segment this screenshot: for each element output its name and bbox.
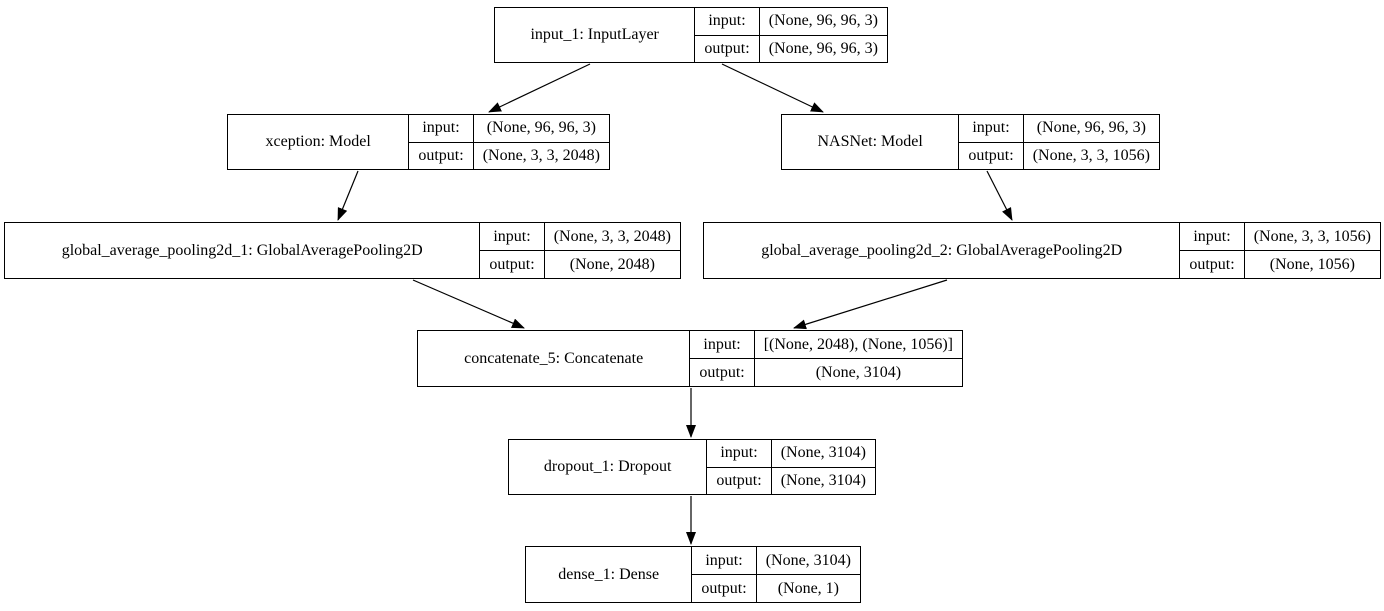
node-dense-1: dense_1: Dense input: output: (None, 310…: [525, 546, 861, 603]
edge-nasnet-to-gap2: [986, 170, 1013, 221]
input-label: input:: [480, 223, 544, 251]
output-shape: (None, 96, 96, 3): [768, 39, 878, 57]
io-shapes: (None, 3104) (None, 3104): [770, 440, 875, 494]
io-shapes: (None, 3, 3, 1056) (None, 1056): [1243, 223, 1380, 278]
edge-input1-to-nasnet: [721, 63, 824, 113]
input-shape: (None, 96, 96, 3): [473, 115, 609, 143]
output-shape: (None, 3104): [815, 363, 902, 381]
output-label: output:: [418, 146, 464, 164]
input-label: input:: [695, 8, 759, 36]
io-labels: input: output:: [958, 115, 1023, 169]
output-shape: (None, 3104): [780, 471, 866, 489]
layer-title: xception: Model: [265, 133, 371, 150]
input-label: input:: [692, 547, 756, 575]
output-label: output:: [704, 39, 750, 57]
output-label: output:: [716, 471, 762, 489]
output-label: output:: [1189, 255, 1235, 273]
node-dropout-1: dropout_1: Dropout input: output: (None,…: [508, 439, 876, 495]
edge-input1-to-xception: [488, 63, 591, 113]
io-shapes: (None, 96, 96, 3) (None, 3, 3, 2048): [472, 115, 609, 169]
io-labels: input: output:: [408, 115, 473, 169]
input-shape: (None, 3104): [756, 547, 860, 575]
output-shape: (None, 3, 3, 2048): [482, 146, 600, 164]
input-shape: [(None, 2048), (None, 1056)]: [754, 331, 962, 359]
output-label: output:: [701, 579, 747, 597]
output-shape: (None, 3, 3, 1056): [1032, 146, 1150, 164]
input-shape: (None, 96, 96, 3): [1023, 115, 1159, 143]
layer-title: global_average_pooling2d_1: GlobalAverag…: [61, 241, 423, 259]
input-label: input:: [1180, 223, 1244, 251]
edge-gap1-to-concatenate: [412, 279, 525, 329]
io-shapes: (None, 96, 96, 3) (None, 3, 3, 1056): [1022, 115, 1159, 169]
input-label: input:: [409, 115, 473, 143]
io-labels: input: output:: [694, 8, 759, 62]
io-labels: input: output:: [479, 223, 544, 278]
node-global-average-pooling2d-2: global_average_pooling2d_2: GlobalAverag…: [703, 222, 1381, 279]
output-shape: (None, 2048): [569, 255, 655, 273]
layer-title: dropout_1: Dropout: [543, 458, 672, 475]
input-shape: (None, 3, 3, 1056): [1244, 223, 1380, 251]
input-shape: (None, 96, 96, 3): [759, 8, 887, 36]
io-labels: input: output:: [689, 331, 754, 386]
input-label: input:: [707, 440, 771, 468]
layer-title: dense_1: Dense: [558, 565, 660, 583]
edge-xception-to-gap1: [337, 170, 359, 221]
io-labels: input: output:: [691, 547, 756, 602]
input-label: input:: [959, 115, 1023, 143]
layer-title: global_average_pooling2d_2: GlobalAverag…: [761, 241, 1123, 259]
node-xception: xception: Model input: output: (None, 96…: [227, 114, 610, 170]
layer-title: input_1: InputLayer: [530, 26, 659, 43]
output-label: output:: [489, 255, 535, 273]
io-shapes: [(None, 2048), (None, 1056)] (None, 3104…: [753, 331, 962, 386]
layer-title: concatenate_5: Concatenate: [464, 349, 644, 367]
io-labels: input: output:: [1179, 223, 1244, 278]
node-input-1: input_1: InputLayer input: output: (None…: [494, 7, 888, 63]
layer-title: NASNet: Model: [817, 133, 923, 150]
output-shape: (None, 1056): [1269, 255, 1355, 273]
input-shape: (None, 3104): [771, 440, 875, 468]
input-label: input:: [690, 331, 754, 359]
output-shape: (None, 1): [777, 579, 839, 597]
io-labels: input: output:: [706, 440, 771, 494]
node-global-average-pooling2d-1: global_average_pooling2d_1: GlobalAverag…: [4, 222, 681, 279]
io-shapes: (None, 96, 96, 3) (None, 96, 96, 3): [758, 8, 887, 62]
output-label: output:: [699, 363, 745, 381]
io-shapes: (None, 3104) (None, 1): [755, 547, 860, 602]
node-concatenate-5: concatenate_5: Concatenate input: output…: [417, 330, 963, 387]
output-label: output:: [968, 146, 1014, 164]
io-shapes: (None, 3, 3, 2048) (None, 2048): [543, 223, 680, 278]
edge-gap2-to-concatenate: [793, 279, 948, 330]
node-nasnet: NASNet: Model input: output: (None, 96, …: [781, 114, 1160, 170]
input-shape: (None, 3, 3, 2048): [544, 223, 680, 251]
